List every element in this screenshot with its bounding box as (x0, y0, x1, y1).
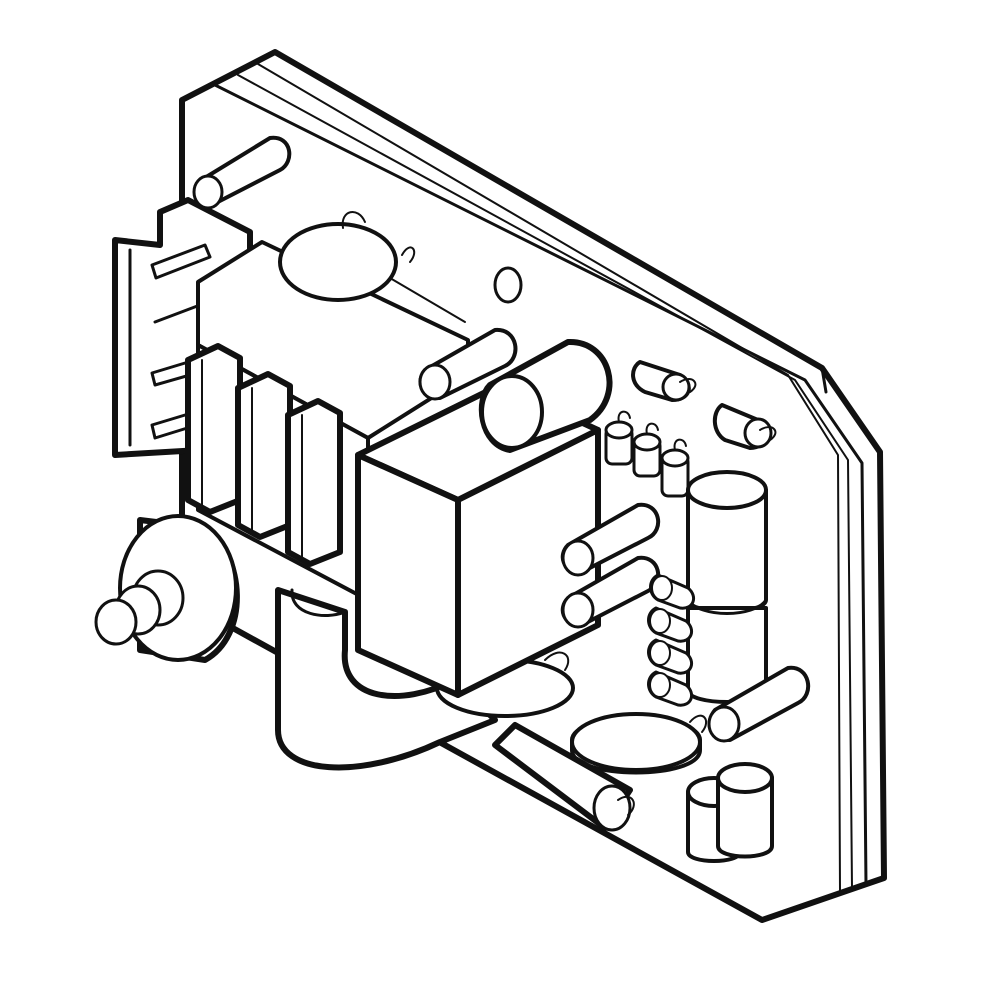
capacitor-bottom-diag (492, 722, 635, 832)
transistor-1-top (604, 420, 634, 440)
resistor-diag-2-end (561, 591, 595, 629)
transistor-1 (604, 410, 634, 466)
relay-side (455, 427, 601, 698)
small-cap-right-1-end (661, 372, 691, 402)
resistor-diag-2 (560, 555, 661, 629)
electrolytic-capacitor-large (478, 338, 613, 453)
transistor-2 (632, 422, 662, 478)
diode-3-end (649, 640, 671, 666)
pot-shaft-knob (94, 598, 138, 646)
board-corner-chamfer (820, 366, 828, 394)
small-cap-right-1-lead (679, 378, 697, 393)
resistor-top-left (192, 135, 292, 210)
edge-connector (112, 197, 253, 458)
diode-2-end (649, 608, 671, 634)
resistor-lower-right (707, 665, 811, 743)
transistor-3-top (660, 448, 690, 468)
transistor-1-lead (617, 410, 631, 423)
board-edge-line-3 (257, 63, 841, 893)
small-can-2-body (716, 776, 774, 859)
resistor-diag-1 (560, 502, 661, 577)
transistor-2-lead (645, 422, 659, 435)
relay-front (355, 452, 461, 698)
small-cap-right-2-end (743, 417, 773, 449)
connector-housing (112, 197, 253, 458)
board-surface-line (389, 277, 466, 323)
cap-large-end (480, 374, 544, 450)
transistor-3-lead (673, 438, 687, 451)
potentiometer (94, 514, 240, 663)
toroid-lower-lead (689, 714, 708, 733)
resistor-mid (418, 327, 518, 401)
small-can-2-top (716, 762, 774, 794)
diode-4 (647, 670, 694, 707)
resistor-lower-right-end (707, 705, 741, 743)
resistor-top-left-end (192, 174, 224, 210)
board-edge-line-1 (213, 83, 868, 887)
heat-sink-fins (185, 343, 343, 567)
fin-2 (235, 371, 293, 540)
inductor-lead (544, 651, 570, 671)
cap-bottom-diag-end (592, 784, 632, 832)
resistor-mid-end (418, 363, 452, 401)
small-capacitor-right-1 (631, 360, 697, 402)
diode-1-end (651, 575, 673, 601)
diode-2 (647, 606, 694, 643)
capacitor-stack-tall (686, 470, 768, 704)
cap-bottom-diag-lead (617, 795, 635, 816)
resistor-diag-1-end (561, 539, 595, 577)
small-capacitor-right-2 (712, 403, 777, 450)
coil-lead-left (341, 211, 366, 229)
toroid-lower (570, 712, 708, 775)
transistor-3 (660, 438, 690, 498)
connector-pin-2 (153, 303, 202, 324)
small-cap-right-2-lead (759, 426, 777, 441)
mounting-hole (493, 266, 523, 304)
diode-3 (647, 638, 694, 675)
fin-1 (185, 343, 243, 515)
toroid-lower-top (570, 712, 702, 772)
diode-4-end (649, 672, 671, 698)
board-bottom-edge (760, 890, 847, 922)
small-can-2 (716, 762, 774, 859)
board-edge-line-2 (237, 74, 853, 889)
coil-lead-right (401, 246, 416, 263)
transformer-top-coil (278, 222, 398, 302)
connector-pin-1 (150, 243, 212, 280)
inductor-tube-outer (275, 587, 498, 771)
cap-stack-upper-top (686, 470, 768, 510)
fin-3 (285, 398, 343, 567)
inductor-tube-edge (290, 588, 347, 617)
transistor-2-top (632, 432, 662, 452)
diode-1 (649, 573, 696, 610)
